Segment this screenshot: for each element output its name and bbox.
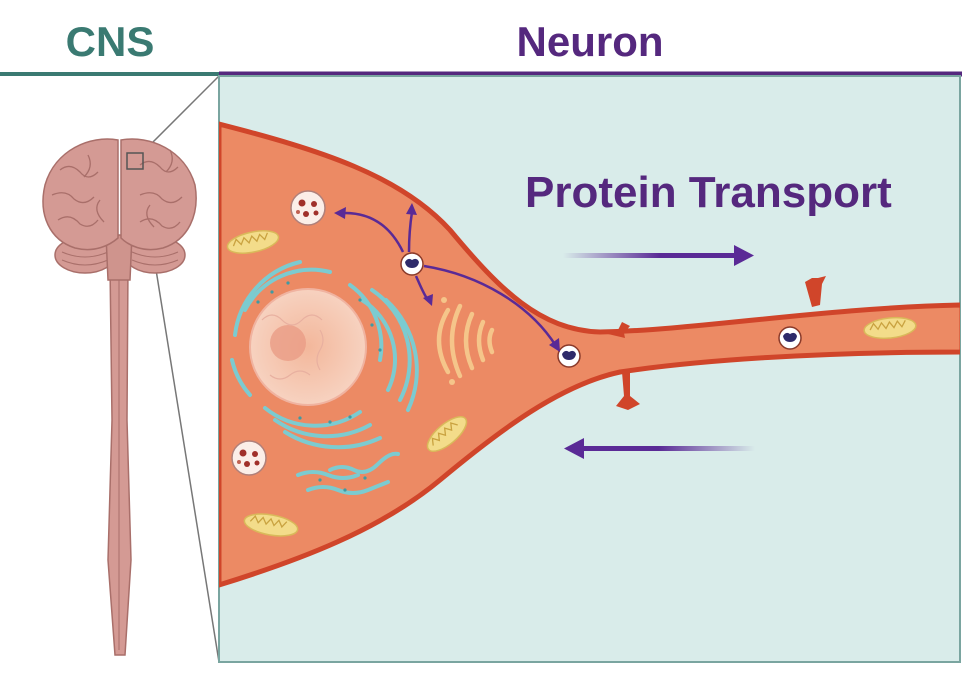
dendritic-spine-icon	[616, 370, 640, 410]
protein-transport-label: Protein Transport	[525, 168, 892, 217]
dendritic-spine-icon	[608, 322, 630, 338]
mitochondria-icon	[226, 230, 917, 537]
lysosome-icon	[290, 190, 326, 226]
neuron-header: Neuron	[516, 18, 664, 65]
zoom-region	[126, 152, 144, 170]
neuron-body	[219, 121, 960, 588]
retrograde-arrow	[564, 438, 755, 459]
brain-icon	[42, 138, 197, 656]
lysosome-icon	[231, 440, 267, 476]
cns-header: CNS	[65, 18, 155, 65]
nucleus-icon	[249, 288, 367, 406]
vesicle-icon	[557, 344, 581, 368]
vesicle-icon	[400, 252, 424, 276]
endoplasmic-reticulum-icon	[230, 260, 419, 495]
vesicle-icon	[778, 326, 802, 350]
sorting-arrows	[341, 211, 558, 347]
dendritic-spine-icon	[805, 276, 826, 307]
anterograde-arrow	[563, 245, 754, 266]
golgi-icon	[436, 297, 495, 385]
